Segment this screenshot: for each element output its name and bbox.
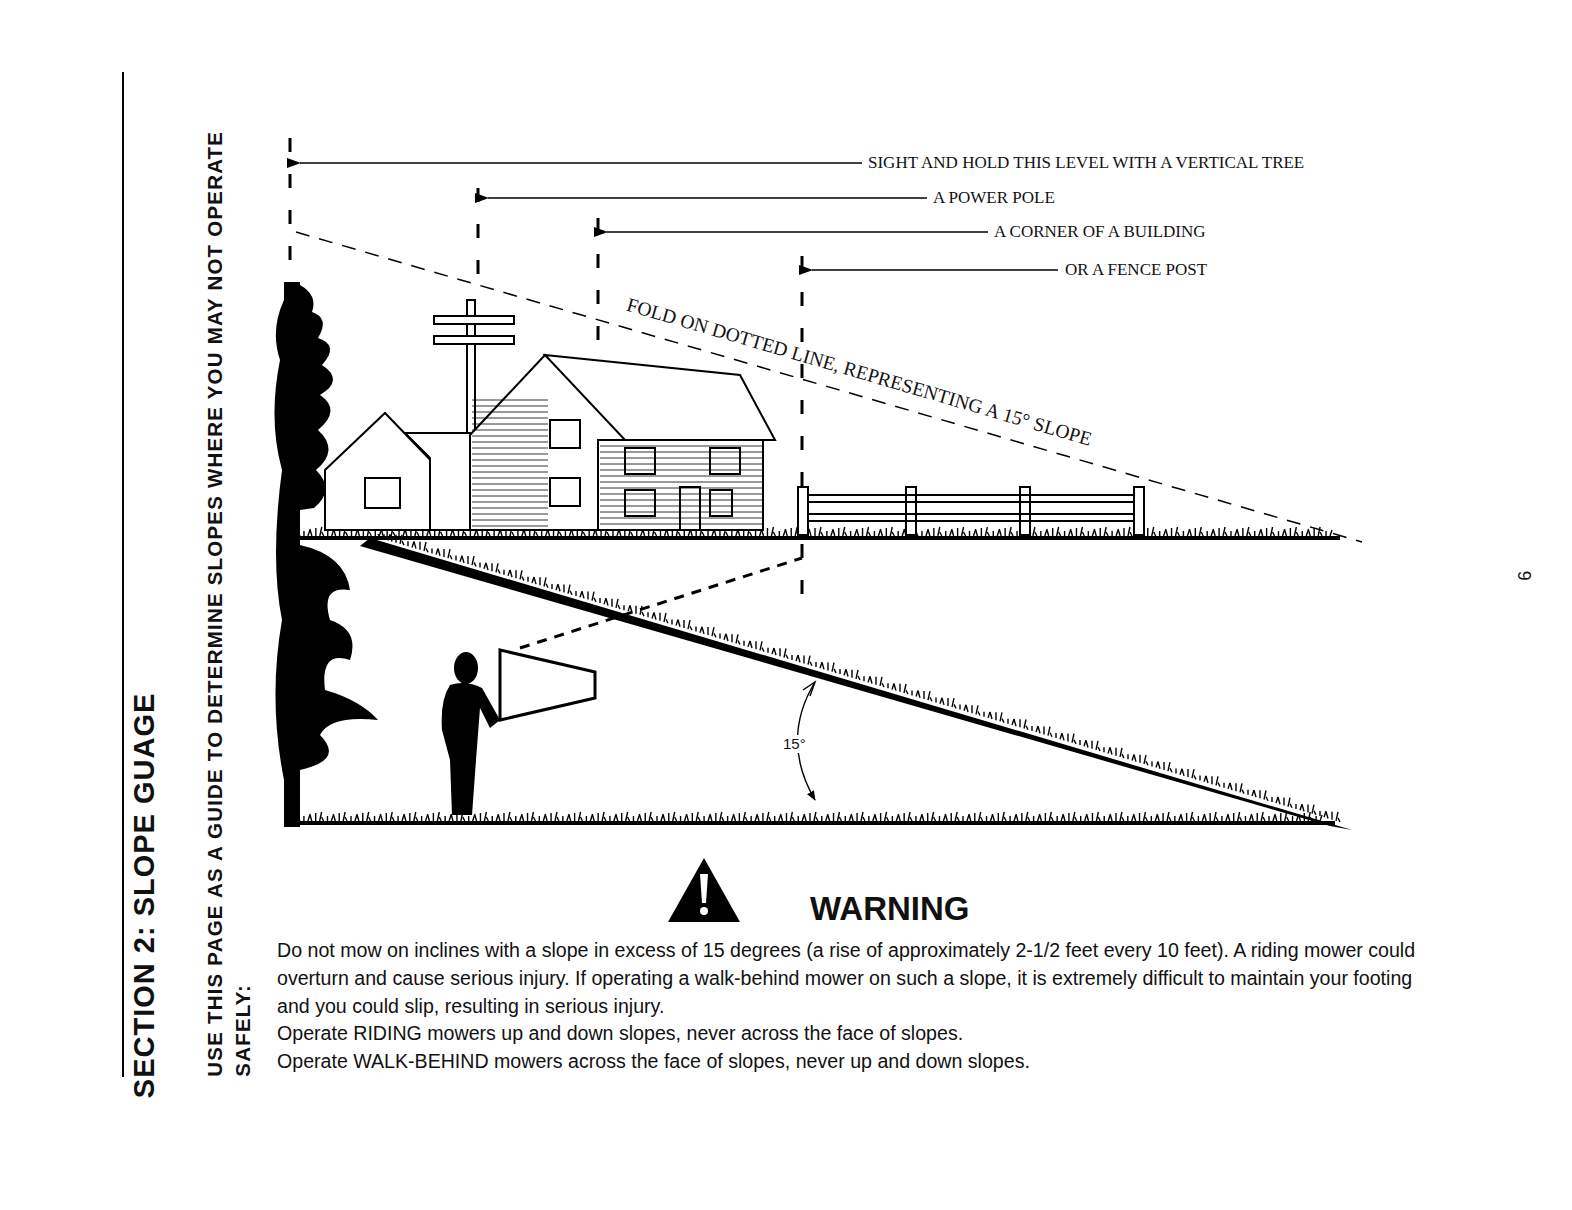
sight-label: OR A FENCE POST	[1065, 260, 1207, 280]
fold-line	[296, 232, 1362, 542]
sighting-board	[500, 650, 595, 720]
fence	[798, 487, 1144, 535]
bottom-ground	[285, 821, 1335, 825]
houses	[325, 355, 775, 530]
warning-text: Operate WALK-BEHIND mowers across the fa…	[277, 1050, 1030, 1074]
grass	[298, 527, 1340, 822]
level-ground	[285, 536, 1340, 540]
angle-arrowhead	[803, 682, 815, 696]
warning-text: Operate RIDING mowers up and down slopes…	[277, 1022, 963, 1046]
slope-ground	[360, 538, 1352, 830]
house-siding	[472, 400, 762, 526]
person	[442, 652, 500, 815]
warning-heading: WARNING	[810, 889, 970, 929]
sight-arrows	[300, 163, 1058, 270]
sight-line	[520, 558, 802, 648]
warning-icon	[668, 858, 740, 922]
sight-verticals	[290, 138, 802, 595]
sight-label: A POWER POLE	[933, 188, 1055, 208]
page-instruction: USE THIS PAGE AS A GUIDE TO DETERMINE SL…	[201, 87, 256, 1077]
sight-label: SIGHT AND HOLD THIS LEVEL WITH A VERTICA…	[868, 153, 1304, 173]
sight-label: A CORNER OF A BUILDING	[994, 222, 1206, 242]
page-number: 6	[1515, 571, 1537, 581]
margin-rule	[122, 72, 124, 1077]
angle-label: 15°	[783, 735, 806, 753]
section-title: SECTION 2: SLOPE GUAGE	[128, 692, 163, 1098]
tree	[274, 282, 378, 827]
warning-text: Do not mow on inclines with a slope in e…	[277, 937, 1425, 1020]
